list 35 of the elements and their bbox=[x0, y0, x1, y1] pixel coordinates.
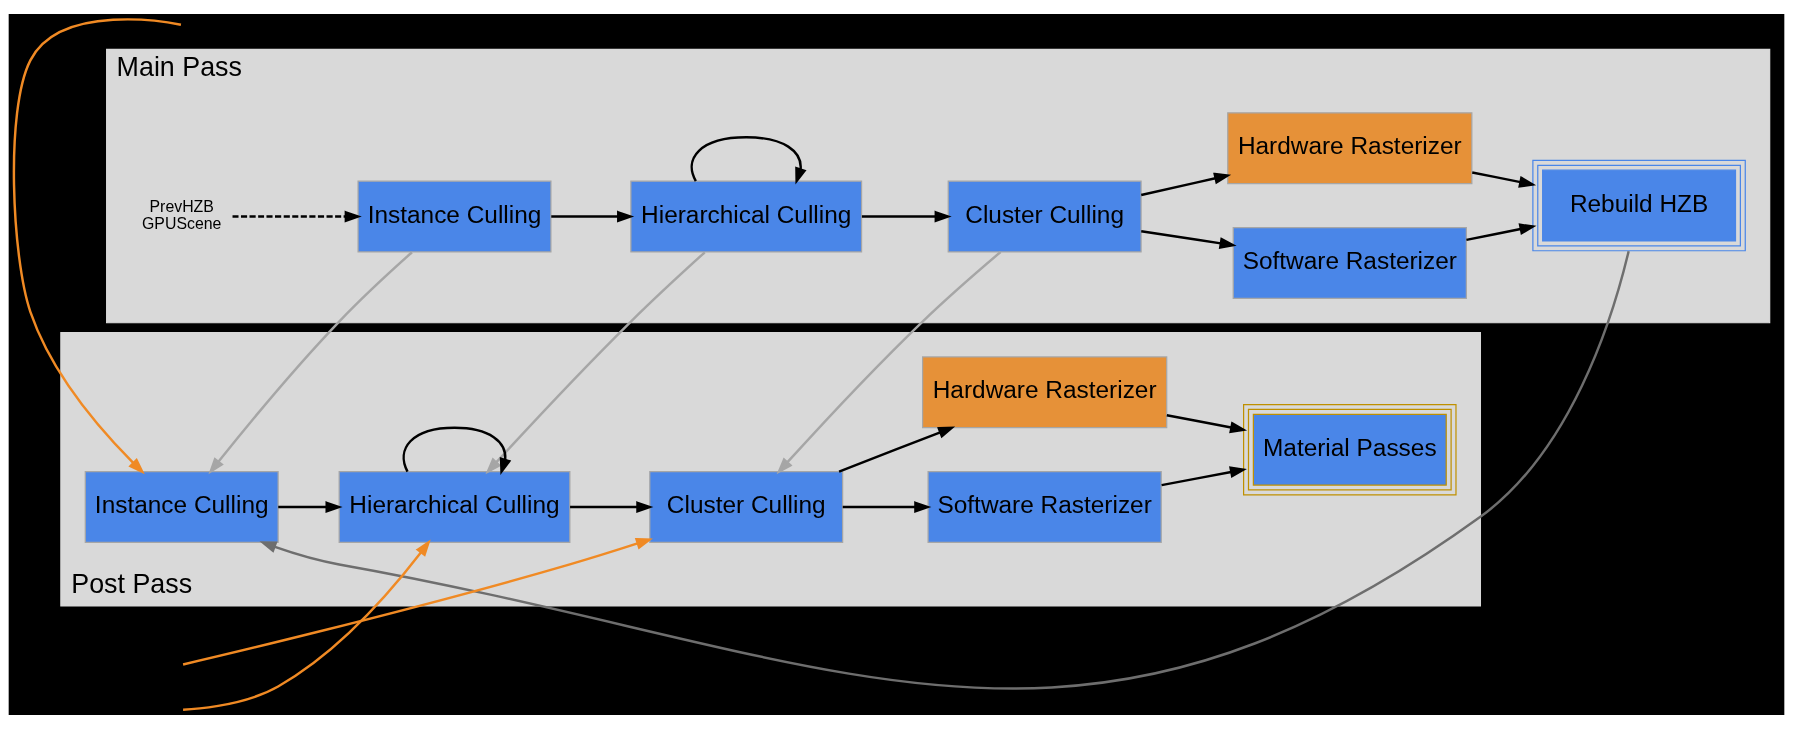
arrow bbox=[278, 501, 343, 514]
node-box: Software Rasterizer bbox=[1232, 226, 1467, 299]
node-box: Hierarchical Culling bbox=[338, 471, 571, 544]
arrow bbox=[259, 250, 1630, 690]
node-box: Rebuild HZB bbox=[1532, 159, 1746, 252]
arrow bbox=[570, 501, 654, 514]
node-box: Software Rasterizer bbox=[927, 471, 1162, 544]
arrow bbox=[1166, 414, 1248, 434]
arrow bbox=[861, 210, 952, 223]
arrow bbox=[1161, 466, 1247, 487]
arrow bbox=[690, 136, 807, 185]
node-box: Material Passes bbox=[1243, 403, 1457, 496]
arrow bbox=[183, 539, 431, 711]
arrow bbox=[402, 426, 512, 476]
arrow bbox=[776, 251, 1002, 475]
arrow bbox=[551, 210, 635, 223]
node-box: Cluster Culling bbox=[947, 180, 1142, 253]
arrow bbox=[1466, 223, 1537, 242]
node-text: PrevHZB GPUScene bbox=[142, 198, 222, 233]
arrow bbox=[232, 210, 362, 223]
arrow bbox=[842, 501, 932, 514]
arrow bbox=[1141, 229, 1237, 250]
arrow bbox=[182, 538, 653, 666]
node-box: Hierarchical Culling bbox=[630, 180, 863, 253]
node-box: Cluster Culling bbox=[649, 471, 844, 544]
arrow bbox=[12, 18, 182, 475]
node-box: Hardware Rasterizer bbox=[922, 356, 1168, 429]
node-box: Hardware Rasterizer bbox=[1227, 112, 1473, 185]
arrow bbox=[208, 251, 413, 475]
arrow bbox=[485, 251, 706, 475]
node-box: Instance Culling bbox=[357, 180, 552, 253]
node-box: Instance Culling bbox=[84, 471, 279, 544]
arrow bbox=[838, 426, 956, 473]
arrow bbox=[1472, 171, 1537, 188]
arrow bbox=[1140, 172, 1232, 197]
